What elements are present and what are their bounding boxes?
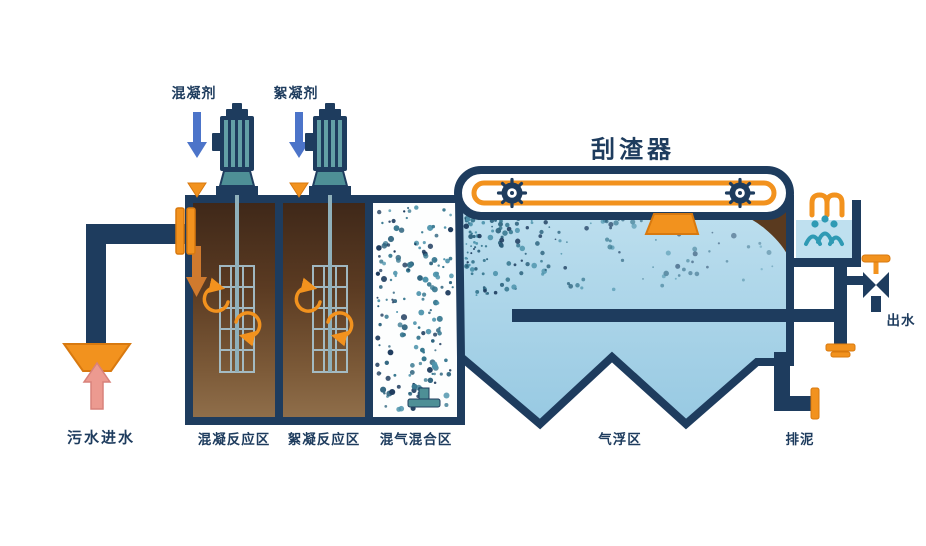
label-flocculant: 絮凝剂	[273, 85, 319, 101]
label-outlet: 出水	[886, 313, 916, 328]
scraper-belt	[471, 180, 777, 206]
dosing-port-1	[187, 182, 207, 198]
scraper-blade-icon	[644, 213, 700, 235]
label-coagulant: 混凝剂	[171, 85, 217, 101]
label-coagulation-zone: 混凝反应区	[197, 432, 271, 447]
flotation-tank-outline	[454, 195, 794, 430]
sludge-flange	[810, 387, 820, 420]
downflow-arrow-icon	[186, 246, 207, 297]
gear-icon-left	[496, 177, 528, 209]
scraper-assembly	[454, 166, 794, 220]
mixer-motor-1	[211, 102, 259, 196]
water-splash-icon	[804, 215, 844, 246]
inlet-pipe	[86, 224, 193, 346]
inlet-flange	[175, 207, 196, 255]
scraper-title: 刮渣器	[591, 136, 675, 164]
outlet-pipe	[847, 276, 865, 285]
effluent-pipe	[512, 309, 840, 322]
air-diffuser	[407, 387, 441, 408]
label-flotation-zone: 气浮区	[598, 432, 642, 447]
valve-handle	[861, 254, 891, 263]
outlet-downpipe	[871, 296, 881, 312]
inlet-funnel	[62, 343, 132, 372]
coagulant-arrow-icon	[187, 112, 207, 158]
dosing-port-2	[289, 182, 309, 198]
coagulation-tank-liquid	[193, 203, 275, 417]
mixer-motor-2	[304, 102, 352, 196]
agitator-shaft-2	[328, 192, 332, 372]
outlet-valve	[861, 254, 891, 298]
gear-icon-right	[724, 177, 756, 209]
agitator-shaft-1	[235, 192, 239, 372]
trough-water	[796, 220, 852, 258]
label-sewage-inlet: 污水进水	[66, 429, 136, 447]
air-mixing-zone	[373, 203, 457, 417]
overflow-weir-icon	[809, 192, 845, 218]
label-flocculation-zone: 絮凝反应区	[287, 432, 361, 447]
label-sludge-discharge: 排泥	[785, 432, 815, 447]
effluent-downpipe	[834, 265, 847, 347]
pipe-flange	[825, 343, 856, 358]
flocculant-arrow-icon	[289, 112, 309, 158]
inflow-arrow-icon	[82, 361, 112, 410]
collection-trough	[792, 200, 861, 267]
label-air-mixing-zone: 混气混合区	[379, 432, 453, 447]
